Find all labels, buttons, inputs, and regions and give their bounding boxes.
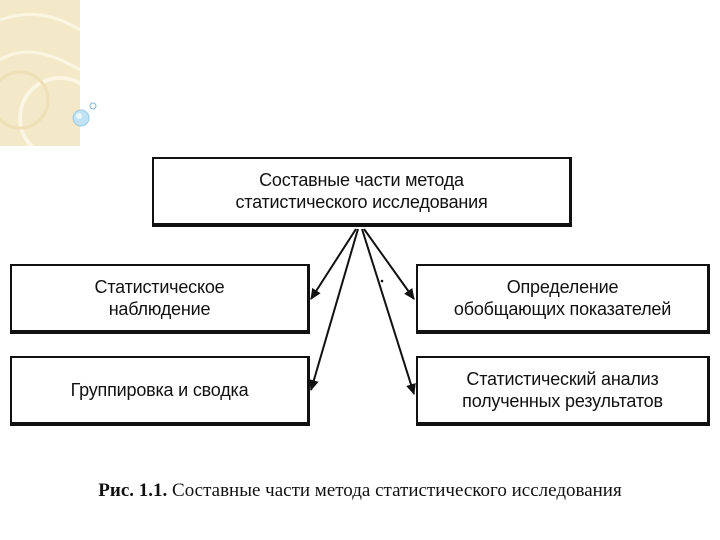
grouping-line1: Группировка и сводка — [70, 380, 249, 400]
arrow-to-grouping — [309, 228, 359, 391]
indicators-line2: обобщающих показателей — [453, 299, 672, 319]
caption-number: Рис. 1.1. — [98, 480, 168, 501]
analysis-box: Статистический анализ полученных результ… — [416, 356, 710, 426]
observation-line2: наблюдение — [108, 299, 211, 319]
observation-line1: Статистическое — [94, 277, 225, 297]
bubble-icon — [72, 102, 97, 127]
arrow-to-observation — [310, 228, 357, 300]
grouping-box: Группировка и сводка — [10, 356, 310, 426]
indicators-box: Определение обобщающих показателей — [416, 264, 710, 334]
analysis-line2: полученных результатов — [462, 391, 663, 411]
arrow-to-indicators — [363, 228, 415, 300]
arrow-to-analysis — [361, 228, 416, 395]
dot-mark — [380, 279, 384, 283]
main-method-box: Составные части метода статистического и… — [152, 157, 572, 227]
main-method-line2: статистического исследования — [235, 192, 488, 212]
indicators-line1: Определение — [506, 277, 619, 297]
decorative-corner — [0, 0, 80, 146]
observation-box: Статистическое наблюдение — [10, 264, 310, 334]
main-method-line1: Составные части метода — [259, 170, 464, 190]
analysis-line1: Статистический анализ — [466, 369, 659, 389]
caption-text: Составные части метода статистического и… — [172, 480, 622, 501]
figure-caption: Рис. 1.1. Составные части метода статист… — [0, 480, 720, 502]
